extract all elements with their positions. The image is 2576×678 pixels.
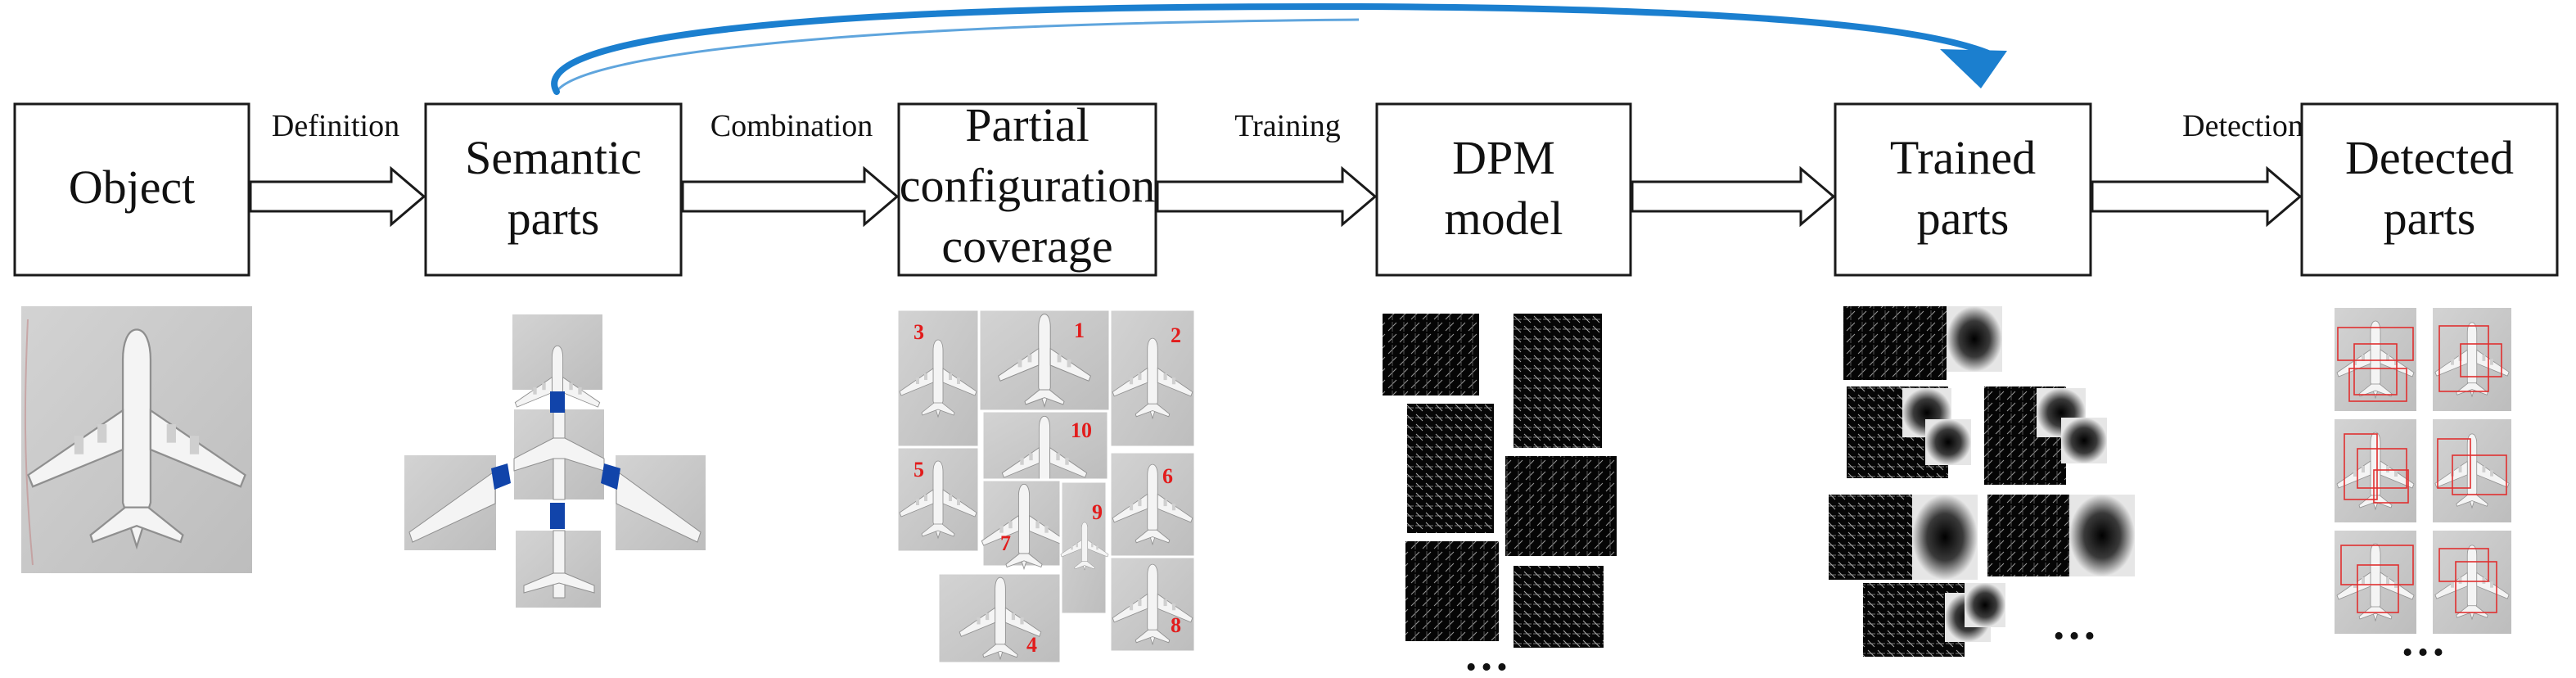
node-label-detected-2: parts [2384,192,2476,245]
node-label-dpm-2: model [1445,192,1563,245]
curved-arrow-head [1940,49,2007,88]
edge-label-combination: Combination [711,109,873,143]
semantic-parts-image [404,314,706,608]
edge-arrow-definition [249,165,426,228]
object-image [21,306,252,573]
node-label-semantic-1: Semantic [465,131,642,184]
node-box-semantic [424,102,683,277]
node-label-detected-1: Detected [2345,131,2514,184]
part-number-4: 4 [1026,633,1037,657]
hog-feature-icon [1381,312,1481,397]
node-label-semantic-2: parts [508,192,600,245]
partial-configuration-image: 3 1 2 10 5 6 7 9 4 8 [896,308,1197,665]
dpm-model-image: … [1381,312,1618,678]
node-label-partial-2: configuration [900,159,1155,212]
part-number-6: 6 [1162,464,1173,488]
part-number-1: 1 [1074,319,1085,342]
hog-feature-icon [1504,454,1618,558]
edge-arrow-detection [2091,165,2303,228]
node-label-trained-1: Trained [1890,131,2036,184]
edge-arrow-dpm-trained [1631,165,1836,228]
part-number-5: 5 [914,458,924,481]
edge-arrow-combination [681,165,900,228]
node-box-dpm [1375,102,1632,277]
trained-parts-image: … [1829,306,2135,657]
part-number-3: 3 [914,320,924,344]
part-number-2: 2 [1171,323,1181,347]
hog-feature-icon [1843,306,1947,380]
part-number-8: 8 [1171,613,1181,637]
node-label-partial-1: Partial [965,98,1089,151]
node-box-trained [1834,102,2092,277]
hog-feature-icon [1404,540,1500,643]
detected-parts-image: … [2335,308,2511,666]
trained-ellipsis: … [2051,599,2097,649]
part-number-10: 10 [1071,418,1092,442]
node-box-object [13,102,250,277]
dpm-ellipsis: … [1464,630,1509,678]
radial-filter-icon [1925,419,1971,465]
hog-feature-icon [1405,402,1496,535]
radial-filter-icon [1947,306,2002,372]
radial-filter-icon [1912,495,1978,580]
edge-label-detection: Detection [2182,109,2303,143]
radial-filter-icon [2061,418,2107,463]
edge-label-training: Training [1234,109,1341,143]
curved-arrow [551,2,2007,95]
edge-label-definition: Definition [272,109,399,143]
part-number-7: 7 [1000,531,1011,555]
hog-feature-icon [1512,312,1604,450]
radial-filter-icon [1965,583,2005,627]
radial-filter-icon [2069,495,2135,576]
edge-arrow-training [1156,165,1378,228]
detection-boxes [2337,325,2507,613]
detected-ellipsis: … [2400,615,2446,666]
semantic-part-markers [491,391,620,529]
node-label-trained-2: parts [1917,192,2010,245]
node-label-object: Object [69,160,196,214]
node-box-partial [897,102,1157,277]
node-box-detected [2300,102,2559,277]
node-label-dpm-1: DPM [1452,131,1555,184]
node-label-partial-3: coverage [941,219,1112,273]
hog-feature-icon [1512,564,1605,649]
part-number-9: 9 [1092,500,1103,524]
